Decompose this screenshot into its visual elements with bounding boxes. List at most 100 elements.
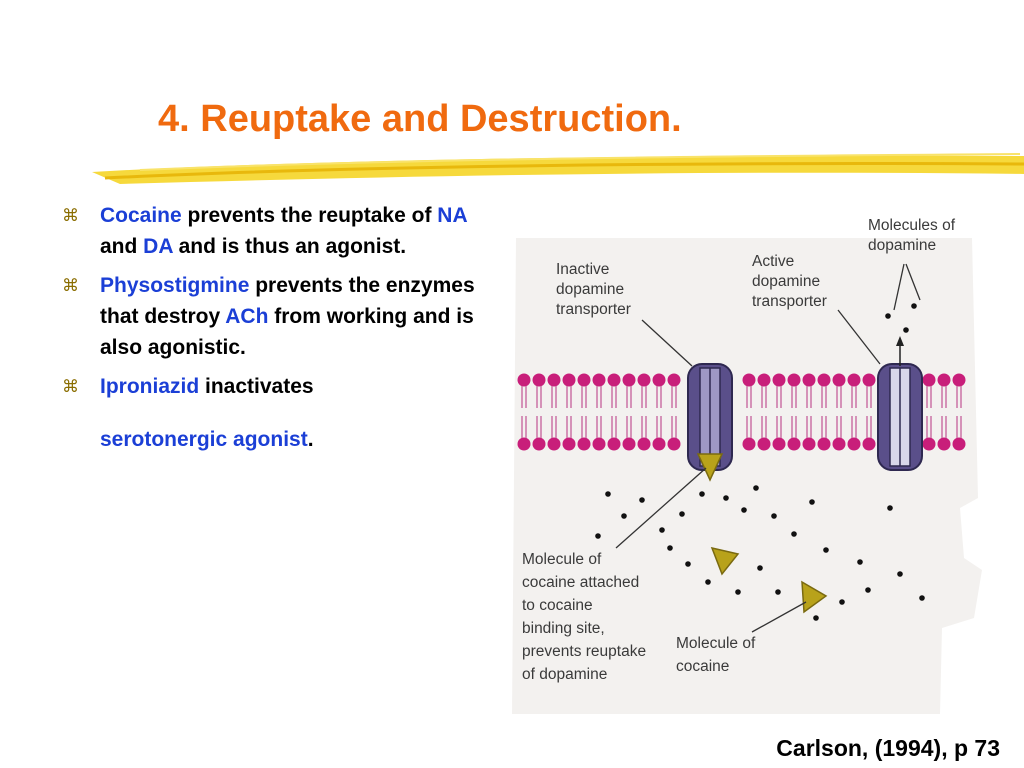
label-active-transporter: Active dopamine transporter: [752, 253, 827, 310]
dopamine-molecule: [791, 531, 797, 537]
lipid-head: [847, 373, 861, 387]
lipid-head: [847, 437, 861, 451]
lipid-head: [817, 373, 831, 387]
lipid-head: [832, 437, 846, 451]
citation: Carlson, (1994), p 73: [776, 735, 1000, 761]
term-na: NA: [437, 204, 467, 227]
term-ach: ACh: [225, 305, 269, 328]
dopamine-molecule: [809, 499, 815, 505]
lipid-head: [757, 437, 771, 451]
lipid-head: [937, 437, 951, 451]
term-da: DA: [143, 235, 173, 258]
label-cocaine-molecule: Molecule of cocaine: [676, 635, 760, 675]
dopamine-molecule: [753, 485, 759, 491]
lipid-head: [772, 373, 786, 387]
lipid-head: [862, 373, 876, 387]
lipid-head: [922, 373, 936, 387]
bullet-icon: ⌘: [62, 276, 79, 295]
lipid-head: [802, 437, 816, 451]
slide-title: 4. Reuptake and Destruction.: [158, 98, 682, 140]
lipid-head: [787, 437, 801, 451]
dopamine-molecule: [741, 507, 747, 513]
lipid-head: [742, 437, 756, 451]
bullet-iproniazid: ⌘ Iproniazid inactivates serotonergic ag…: [62, 371, 498, 455]
dopamine-transporter-diagram: Inactive dopamine transporter Active dop…: [512, 198, 982, 714]
dopamine-molecule: [735, 589, 741, 595]
dopamine-molecule: [903, 327, 909, 333]
lipid-head: [592, 373, 606, 387]
cocaine-molecule: [710, 546, 740, 576]
dopamine-molecule: [679, 511, 685, 517]
lipid-head: [772, 437, 786, 451]
dopamine-molecule: [639, 497, 645, 503]
dopamine-molecule: [911, 303, 917, 309]
term-cocaine: Cocaine: [100, 204, 182, 227]
dopamine-molecule: [919, 595, 925, 601]
label-cocaine-attached: Molecule of cocaine attached to cocaine …: [522, 551, 650, 683]
term-serotonergic-agonist: serotonergic agonist: [100, 428, 308, 451]
lipid-head: [547, 373, 561, 387]
lipid-head: [637, 437, 651, 451]
bullet-cocaine: ⌘ Cocaine prevents the reuptake of NA an…: [62, 200, 498, 262]
dopamine-molecule: [865, 587, 871, 593]
label-inactive-transporter: Inactive dopamine transporter: [556, 261, 631, 318]
lipid-head: [667, 373, 681, 387]
term-physostigmine: Physostigmine: [100, 274, 250, 297]
lipid-head: [787, 373, 801, 387]
lipid-head: [532, 373, 546, 387]
lipid-head: [757, 373, 771, 387]
bullet-icon: ⌘: [62, 377, 79, 396]
lipid-head: [862, 437, 876, 451]
dopamine-molecule: [823, 547, 829, 553]
lipid-head: [547, 437, 561, 451]
bullet-physostigmine: ⌘ Physostigmine prevents the enzymes tha…: [62, 270, 498, 363]
lipid-head: [517, 373, 531, 387]
lipid-head: [667, 437, 681, 451]
lipid-head: [832, 373, 846, 387]
dopamine-molecule: [705, 579, 711, 585]
dopamine-molecule: [659, 527, 665, 533]
lipid-head: [937, 373, 951, 387]
active-transporter: [877, 363, 923, 471]
dopamine-molecule: [605, 491, 611, 497]
lipid-head: [577, 437, 591, 451]
dopamine-molecule: [723, 495, 729, 501]
lipid-head: [742, 373, 756, 387]
lipid-head: [952, 373, 966, 387]
dopamine-molecule: [595, 533, 601, 539]
diagram-background: [512, 238, 982, 714]
dopamine-molecule: [887, 505, 893, 511]
dopamine-molecule: [885, 313, 891, 319]
cocaine-molecule-bound: [696, 453, 724, 482]
lipid-head: [577, 373, 591, 387]
dopamine-molecules: [595, 303, 925, 621]
lipid-head: [652, 437, 666, 451]
lipid-head: [592, 437, 606, 451]
dopamine-molecule: [757, 565, 763, 571]
lipid-head: [517, 437, 531, 451]
lipid-head: [817, 437, 831, 451]
bullet-icon: ⌘: [62, 206, 79, 225]
dopamine-molecule: [699, 491, 705, 497]
bullet-list: ⌘ Cocaine prevents the reuptake of NA an…: [62, 200, 498, 463]
inactive-transporter: [687, 363, 733, 471]
lipid-head: [622, 437, 636, 451]
lipid-head: [952, 437, 966, 451]
lipid-head: [562, 437, 576, 451]
pointer-lines: [615, 263, 921, 633]
term-iproniazid: Iproniazid: [100, 375, 200, 398]
dopamine-molecule: [667, 545, 673, 551]
lipid-head: [532, 437, 546, 451]
dopamine-molecule: [839, 599, 845, 605]
lipid-head: [802, 373, 816, 387]
dopamine-molecule: [771, 513, 777, 519]
cell-membrane: [517, 373, 966, 451]
lipid-head: [622, 373, 636, 387]
lipid-head: [652, 373, 666, 387]
dopamine-molecule: [897, 571, 903, 577]
lipid-head: [922, 437, 936, 451]
cocaine-molecule: [801, 580, 828, 614]
dopamine-molecule: [813, 615, 819, 621]
uptake-arrowhead: [896, 336, 904, 346]
lipid-head: [607, 373, 621, 387]
